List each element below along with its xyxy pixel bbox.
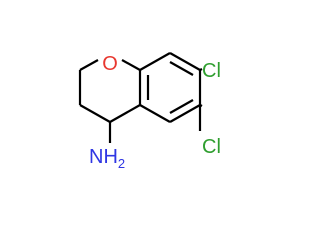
amine-label: NH2 [89,146,125,171]
bond-c6-c5-inner [169,99,194,114]
bond-c4-c4a [109,104,141,123]
structure-canvas: O Cl Cl NH2 [78,52,221,171]
bond-c8-c7-inner [169,61,194,76]
bond-o-c2 [79,59,99,71]
bond-c8a-c8 [139,52,171,71]
molecule-structure: O Cl Cl NH2 [78,52,221,171]
bond-c6-c5 [169,104,201,123]
amine-label-main: NH [89,146,118,168]
amine-label-subscript: 2 [118,156,125,171]
bond-c7-cl [199,68,203,71]
chlorine-top-label: Cl [202,60,221,82]
oxygen-label: O [102,53,118,75]
bond-c5-c4a [139,104,171,123]
bond-c8-c7 [169,52,201,71]
chlorine-bottom-label: Cl [202,136,221,158]
bond-c8a-o [121,59,141,71]
bond-c3-c4 [79,104,111,123]
